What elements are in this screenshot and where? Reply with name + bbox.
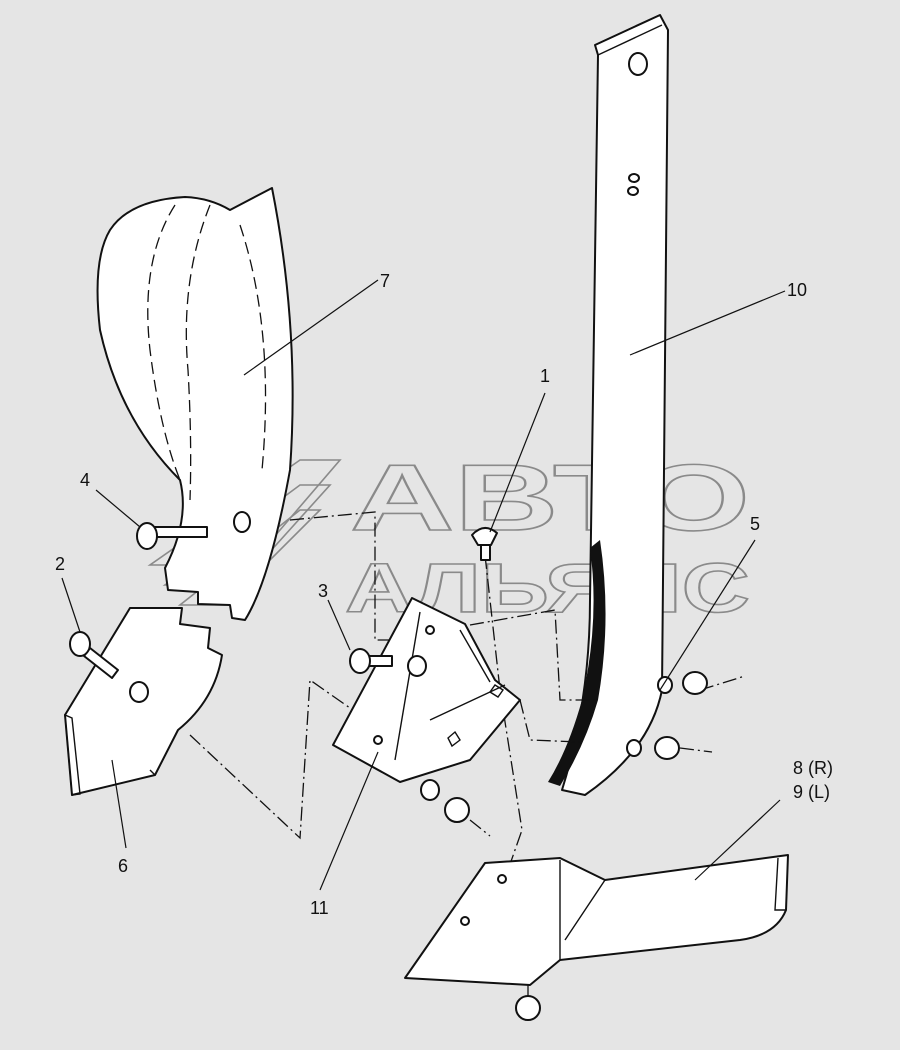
part-8-9-share (404, 854, 789, 986)
callout-labels: 1 2 3 4 5 6 7 8 (R) 9 (L) 10 11 (55, 271, 833, 918)
callout-6: 6 (118, 856, 128, 876)
callout-8: 8 (R) (793, 758, 833, 778)
callout-1: 1 (540, 366, 550, 386)
callout-3: 3 (318, 581, 328, 601)
watermark-line1: АВТО (350, 445, 750, 550)
shank-mount-hole (628, 52, 648, 76)
part-11-frog (332, 597, 521, 783)
assembly-center-lines (189, 511, 746, 1000)
nuts-washers-5 (420, 671, 708, 1021)
callout-11: 11 (310, 898, 329, 918)
bolt-4 (136, 511, 251, 550)
leader-lines (61, 279, 786, 891)
callout-7: 7 (380, 271, 390, 291)
watermark-logo: АВТО АЛЬЯНС (147, 444, 751, 628)
shank-wear-strip (548, 540, 606, 786)
bolt-3 (349, 648, 427, 677)
part-7-moldboard (96, 187, 294, 621)
part-10-shank (548, 14, 669, 796)
callout-5: 5 (750, 514, 760, 534)
bolt-1 (471, 527, 498, 561)
callout-4: 4 (80, 470, 90, 490)
callout-2: 2 (55, 554, 65, 574)
callout-9: 9 (L) (793, 782, 830, 802)
callout-10: 10 (787, 280, 807, 300)
